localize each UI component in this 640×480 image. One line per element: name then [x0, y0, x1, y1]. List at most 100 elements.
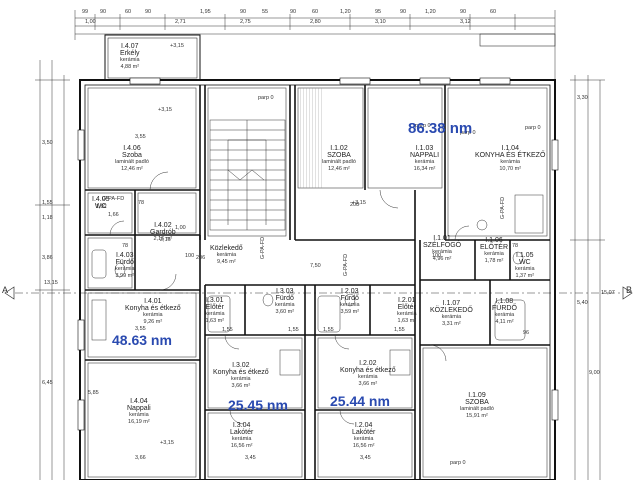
- inner-dim-11: 1,00: [175, 225, 186, 231]
- inner-dim-17: 100: [185, 253, 195, 259]
- inner-dim-22: 96: [523, 330, 530, 336]
- right-dim-4: 5,40: [577, 300, 588, 306]
- left-dim-5: 6,45: [42, 380, 53, 386]
- left-dimension-lines: [35, 60, 70, 480]
- top-dim-5: 1,95: [200, 9, 211, 15]
- windows: [77, 77, 559, 431]
- apartment-area-total-4: 25.44 nm: [330, 393, 390, 409]
- inner-dim-18: 1,92: [96, 204, 107, 210]
- left-dim-4: 3,86: [42, 255, 53, 261]
- inner-dim-19: 100: [432, 253, 442, 259]
- staircase: [209, 119, 286, 231]
- top-dim-2: 90: [100, 9, 107, 15]
- pipe-label-2: G-PA-FD: [343, 253, 350, 277]
- top-dim-3: 60: [125, 9, 132, 15]
- left-dim-2: 1,55: [42, 200, 53, 206]
- interior-walls: [85, 85, 550, 480]
- floor-mark-2: parp 0: [415, 123, 431, 129]
- sanitary-fixtures: [91, 194, 544, 376]
- top-dim2-2: 2,71: [175, 19, 186, 25]
- top-dim-14: 90: [460, 9, 467, 15]
- top-dim-8: 90: [290, 9, 297, 15]
- floor-mark-3: parp 0: [460, 130, 476, 136]
- top-dim-13: 1,20: [425, 9, 436, 15]
- right-dim-2: 9,00: [589, 370, 600, 376]
- inner-dim-4: 1,55: [222, 327, 233, 333]
- section-marker-b: [622, 286, 633, 300]
- top-dim-12: 90: [400, 9, 407, 15]
- inner-dim-20: 208: [350, 202, 360, 208]
- floor-mark-5: parp 0: [450, 460, 466, 466]
- inner-dim-21: 206: [196, 255, 206, 261]
- inner-dim-15: 78: [122, 243, 129, 249]
- elevation-3: +3,15: [352, 200, 366, 206]
- inner-dim-8: 3,66: [135, 455, 146, 461]
- elevation-2: +3,15: [158, 107, 172, 113]
- pipe-label-4: G-PA-FD: [102, 196, 125, 202]
- outer-walls: [79, 79, 556, 480]
- inner-dim-16: 78: [512, 243, 519, 249]
- right-dim-3: 15,07: [601, 290, 615, 296]
- top-dim2-4: 2,80: [310, 19, 321, 25]
- inner-dim-9: 3,45: [245, 455, 256, 461]
- apartment-area-total-2: 48.63 nm: [112, 332, 172, 348]
- inner-dim-3: 7,50: [310, 263, 321, 269]
- floor-mark-1: parp 0: [258, 95, 274, 101]
- inner-dim-7: 1,55: [394, 327, 405, 333]
- top-dim2-3: 2,75: [240, 19, 251, 25]
- top-dim-7: 55: [262, 9, 269, 15]
- inner-dim-13: 1,66: [108, 212, 119, 218]
- apartment-area-total-1: 86.38 nm: [408, 120, 473, 137]
- elevation-4: +3,15: [160, 440, 174, 446]
- section-marker-a: [4, 286, 15, 300]
- pipe-label-1: G-PA-FD: [260, 236, 267, 260]
- elevation-1: +3,15: [170, 43, 184, 49]
- top-dim-1: 99: [82, 9, 89, 15]
- top-dim-15: 60: [490, 9, 497, 15]
- top-dim-6: 90: [240, 9, 247, 15]
- top-dim-11: 95: [375, 9, 382, 15]
- left-dim-6: 5,85: [88, 390, 99, 396]
- pipe-label-3: G-PA-FD: [500, 196, 507, 220]
- left-dim-3: 1,18: [42, 215, 53, 221]
- right-dimension-lines: [570, 75, 605, 480]
- inner-dim-10: 3,45: [360, 455, 371, 461]
- roof-edge: [479, 33, 556, 47]
- inner-dim-12: 2,16: [160, 237, 171, 243]
- hatched-wall: [298, 88, 324, 188]
- left-dim-7: 13,15: [44, 280, 58, 286]
- top-dim-4: 90: [145, 9, 152, 15]
- top-dimension-lines: [74, 10, 556, 80]
- top-dim-10: 1,20: [340, 9, 351, 15]
- top-dim2-1: 1,00: [85, 19, 96, 25]
- apartment-area-total-3: 25.45 nm: [228, 397, 288, 413]
- inner-dim-6: 1,55: [323, 327, 334, 333]
- top-dim-9: 60: [312, 9, 319, 15]
- inner-dim-1: 3,55: [135, 134, 146, 140]
- section-label-b: B: [626, 285, 633, 295]
